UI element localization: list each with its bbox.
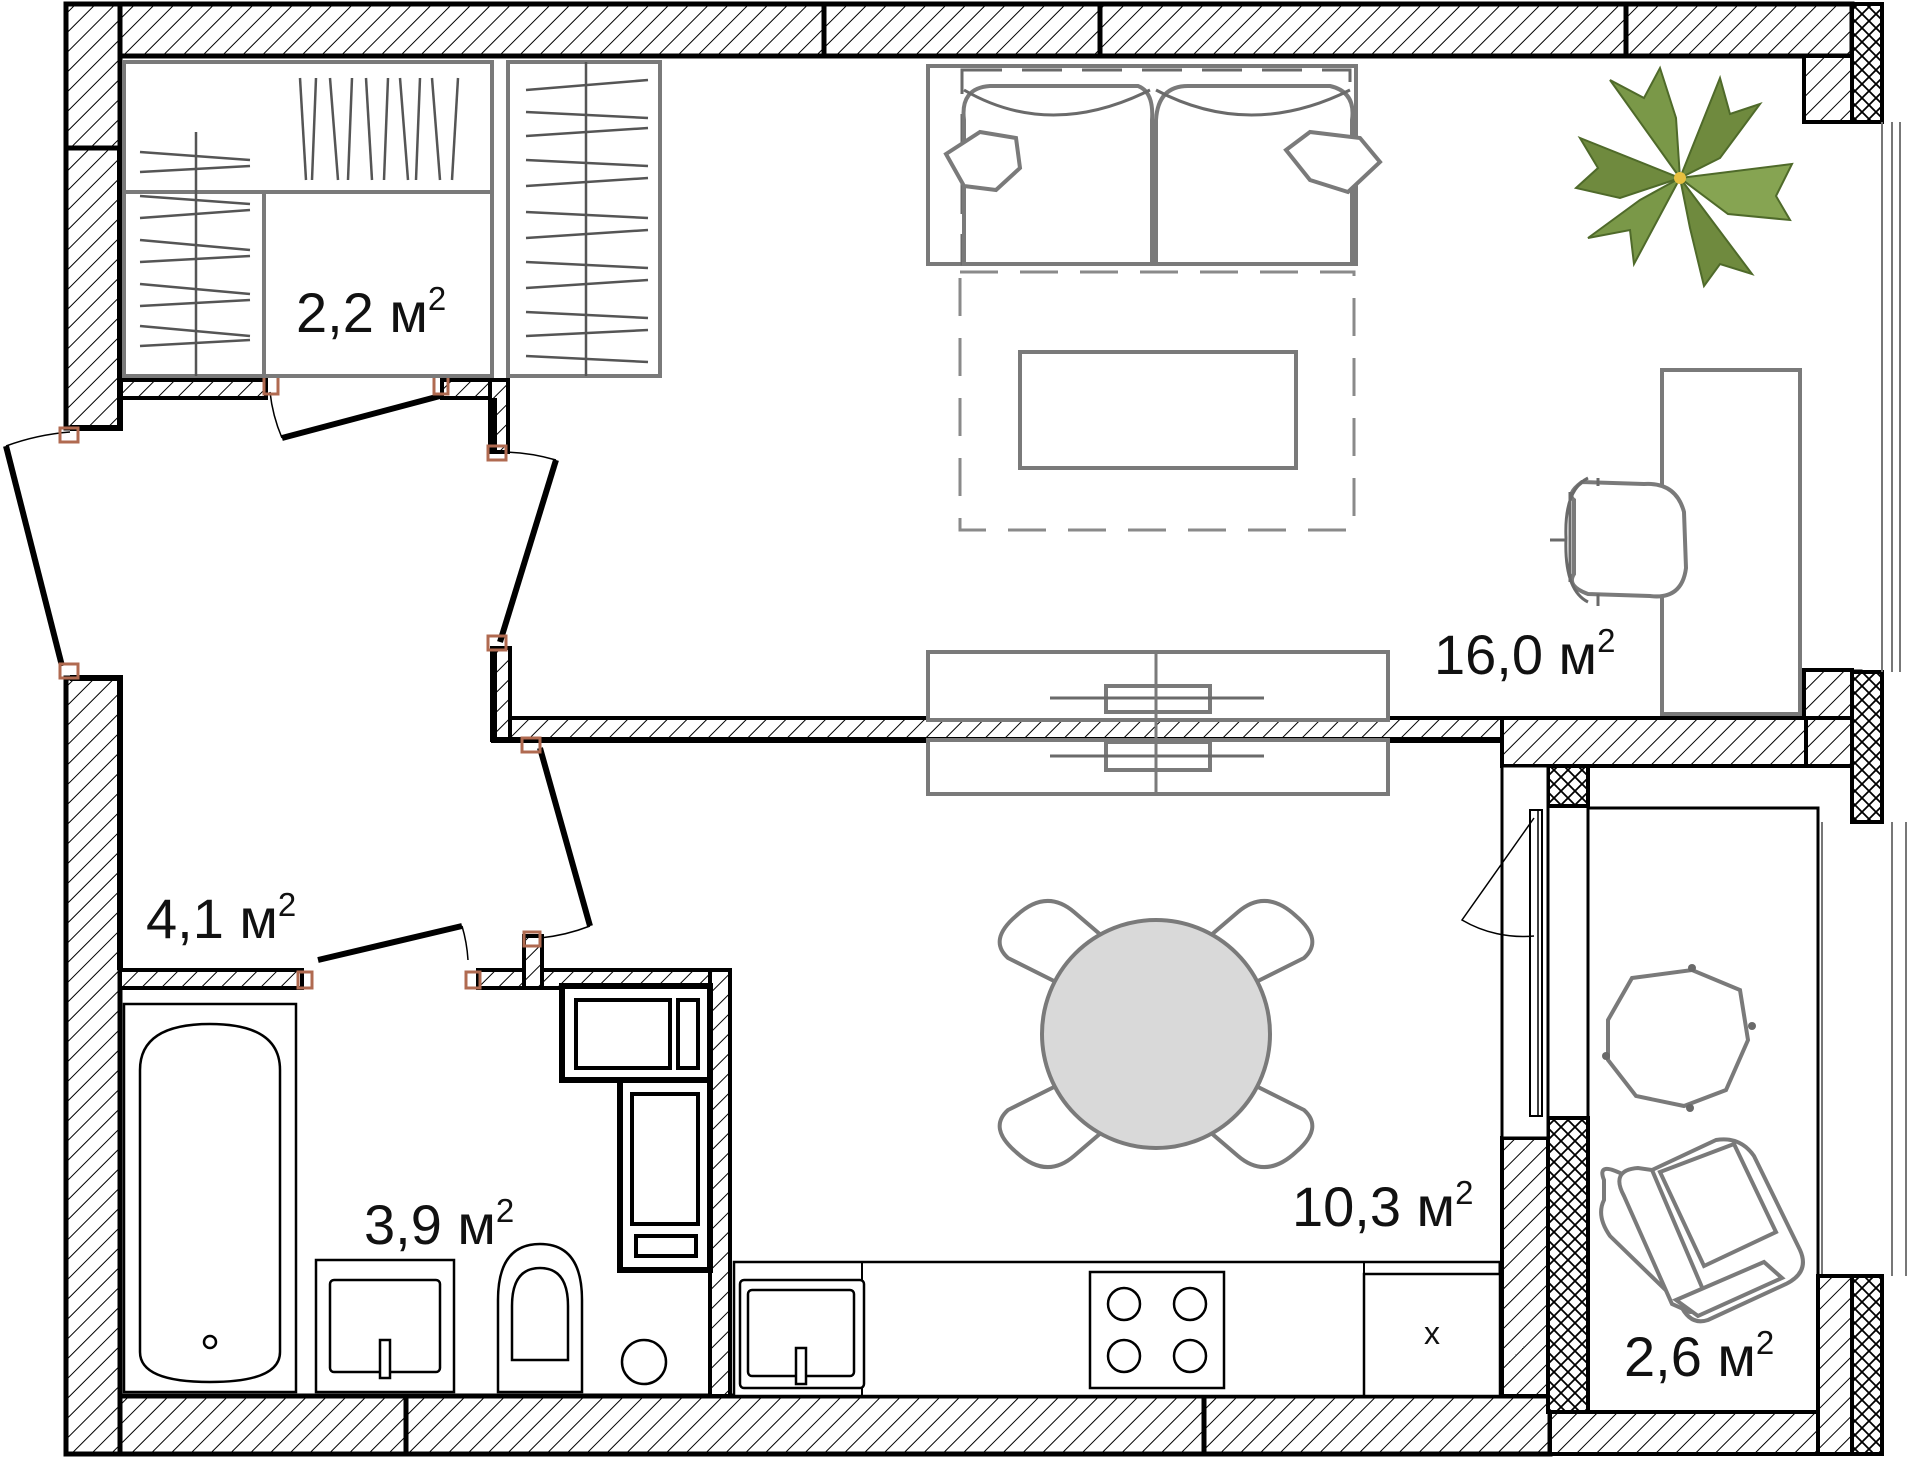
wall-kitchen-balcony-top — [1500, 716, 1850, 768]
sink-icon — [738, 1278, 866, 1390]
washing-machine-icon — [617, 1077, 713, 1273]
wall-top-mid — [821, 1, 1103, 59]
wall-balcony-left-top-cross — [1546, 764, 1590, 808]
entrance-door-right[interactable] — [497, 459, 559, 643]
entrance-door-swing-right — [493, 451, 557, 461]
wardrobe-door[interactable] — [281, 393, 441, 441]
wall-top-left — [63, 1, 827, 59]
wall-kitchen-balcony-bottom — [1500, 1136, 1550, 1398]
wall-bottom-right — [1201, 1393, 1553, 1457]
wall-top-right — [1097, 1, 1629, 59]
tv-stand-icon — [926, 650, 1390, 796]
rug-icon — [958, 270, 1356, 532]
bath-door-swing — [461, 925, 469, 961]
floor-drain-icon — [620, 1338, 668, 1386]
kitchen-door-swing — [539, 925, 591, 939]
area-label-balcony: 2,6 м2 — [1624, 1324, 1774, 1388]
window-right — [1821, 122, 1907, 1276]
wall-bath-top-left — [118, 968, 304, 990]
dining-table-icon — [997, 898, 1315, 1170]
bathtub-icon — [122, 1002, 298, 1394]
window-pier-bottom — [1850, 1274, 1884, 1456]
sink-icon — [314, 1258, 456, 1394]
wall-bath-stub — [522, 934, 544, 990]
balcony-door[interactable] — [1460, 809, 1543, 1117]
armchair-icon — [1599, 1137, 1805, 1324]
fridge-icon: x — [1362, 1272, 1502, 1398]
plant-icon — [1573, 65, 1794, 289]
wardrobe-icon — [122, 60, 662, 378]
wall-bottom-mid — [403, 1393, 1207, 1457]
stove-icon — [1088, 1270, 1226, 1390]
fridge-mark: x — [1424, 1315, 1440, 1351]
area-label-kitchen: 10,3 м2 — [1292, 1174, 1473, 1238]
window-pier-mid — [1850, 670, 1884, 824]
area-labels: 2,2 м2 16,0 м2 4,1 м2 3,9 м2 10,3 м2 2,6… — [146, 280, 1774, 1388]
toilet-icon — [496, 1242, 584, 1394]
wall-left-upper — [63, 145, 123, 431]
wall-bottom-left — [117, 1393, 409, 1457]
round-table-icon — [1602, 964, 1756, 1112]
area-label-hallway: 4,1 м2 — [146, 886, 296, 950]
area-label-wardrobe: 2,2 м2 — [296, 280, 446, 344]
wall-balcony-right — [1816, 1274, 1854, 1456]
entrance-door-swing-left — [5, 431, 71, 447]
wall-top-corner — [1623, 1, 1855, 59]
wall-balcony-bottom — [1548, 1410, 1854, 1456]
sofa-icon — [926, 64, 1383, 266]
boiler-cabinet — [559, 983, 713, 1083]
entrance-door-left[interactable] — [3, 445, 65, 667]
wall-balcony-left-cross — [1546, 1116, 1590, 1414]
wall-wardrobe-bottom-left — [118, 378, 268, 400]
wardrobe-door-swing — [269, 391, 283, 439]
bath-door[interactable] — [317, 923, 463, 963]
wall-living-window-top — [1802, 54, 1854, 124]
window-pier-top — [1850, 2, 1884, 124]
wall-left-lower — [63, 675, 123, 1457]
coffee-table-icon — [1018, 350, 1298, 470]
doors[interactable] — [3, 391, 593, 963]
area-label-living: 16,0 м2 — [1434, 622, 1615, 686]
wall-living-window-bottom — [1802, 668, 1854, 720]
door-jambs — [58, 374, 542, 990]
outer-walls — [63, 1, 1907, 1457]
desk-chair-icon — [1550, 476, 1689, 606]
area-label-bathroom: 3,9 м2 — [364, 1192, 514, 1256]
wall-left-top — [63, 1, 123, 151]
kitchen-door[interactable] — [537, 747, 593, 927]
